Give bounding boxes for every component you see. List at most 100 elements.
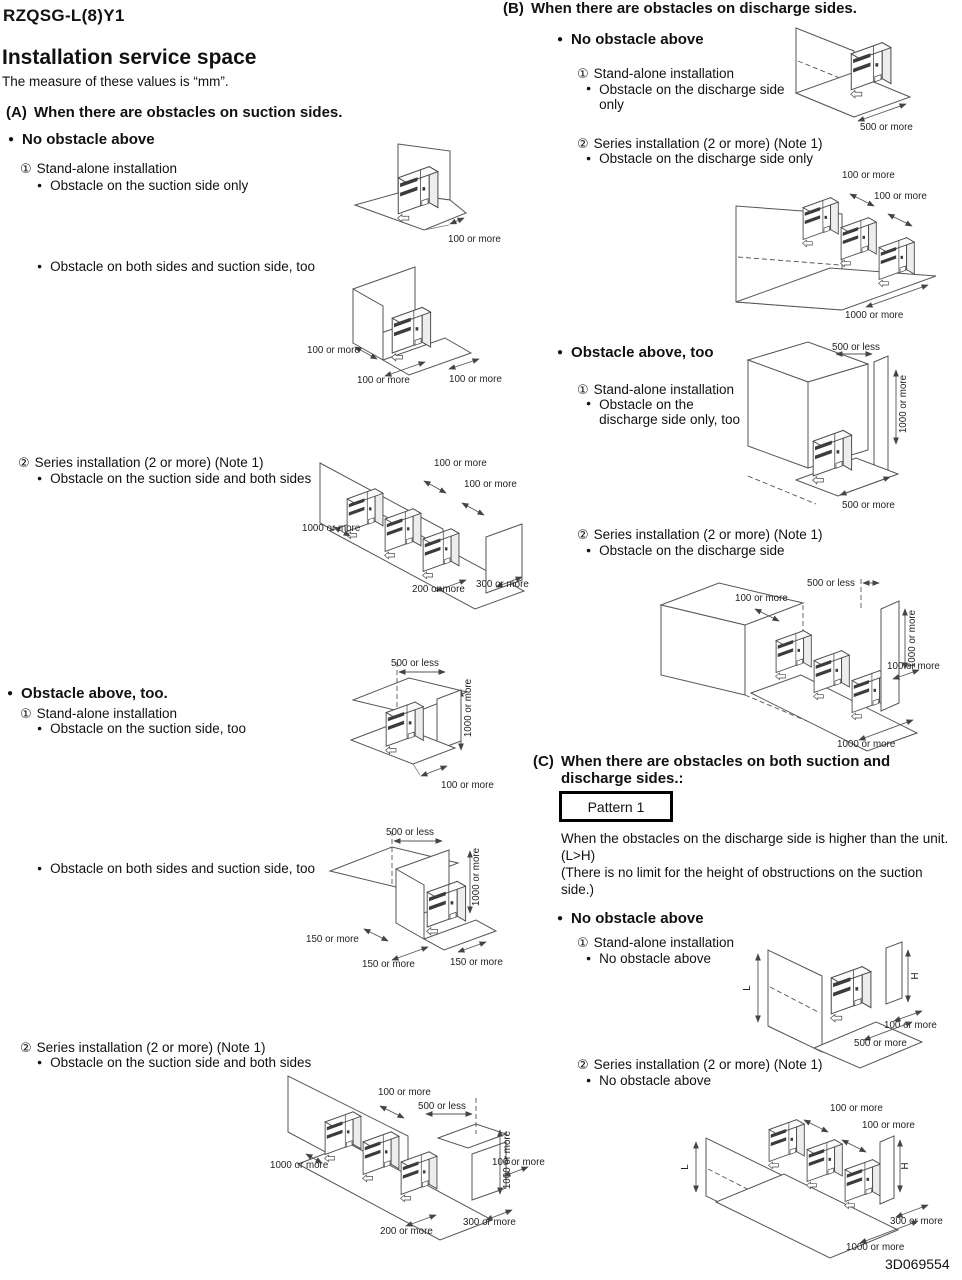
a2-series-item: ② Series installation (2 or more) (Note 1… [18, 455, 264, 471]
dim-label: 1000 or more [471, 847, 482, 906]
section-c-heading: (C) When there are obstacles on both suc… [533, 753, 890, 787]
pattern-description: When the obstacles on the discharge side… [561, 830, 959, 898]
circled-1-icon: ① [20, 162, 32, 177]
a1-case2: ●Obstacle on both sides and suction side… [37, 259, 315, 274]
b2-series-label: Series installation (2 or more) (Note 1) [593, 136, 823, 151]
a2-series-label: Series installation (2 or more) (Note 1) [34, 455, 264, 470]
bullet-icon: ● [7, 688, 14, 699]
left-wall [395, 868, 425, 940]
diagram-a-series-obstacle-above: 100 or more 500 or less 1000 or more 100… [270, 1075, 545, 1241]
dim-label-L: L [680, 1164, 691, 1170]
b3-case-line2: discharge side only, too [599, 412, 740, 427]
bullet-icon: ● [557, 34, 564, 45]
a1-standalone-label: Stand-alone installation [36, 161, 178, 176]
dim-label: 500 or more [854, 1038, 907, 1049]
section-a-title: When there are obstacles on suction side… [34, 104, 343, 121]
dim-label: 1000 or more [898, 374, 909, 433]
a2-case: ●Obstacle on the suction side and both s… [37, 471, 311, 486]
bullet-icon: ● [557, 347, 564, 358]
bullet-icon: ● [37, 863, 43, 873]
dim-label: 100 or more [862, 1120, 915, 1131]
ceiling [328, 846, 460, 888]
dim-label-H: H [910, 972, 921, 979]
units-note: The measure of these values is “mm”. [2, 74, 229, 89]
dim-label: 100 or more [378, 1087, 431, 1098]
diagram-b-series-discharge-only: 100 or more 100 or more 1000 or more [735, 170, 937, 321]
ceiling [351, 677, 469, 715]
model-code: RZQSG-L(8)Y1 [3, 6, 125, 25]
b3-standalone-label: Stand-alone installation [593, 382, 735, 397]
dim-label: 100 or more [434, 458, 487, 469]
floor [735, 267, 937, 311]
document-code: 3D069554 [885, 1256, 950, 1272]
group-b-no-obstacle: ● No obstacle above [557, 31, 704, 48]
circled-1-icon: ① [20, 707, 32, 722]
floor [349, 723, 457, 765]
group-a-obstacle-above: ●Obstacle above, too. [7, 685, 168, 702]
pattern-box: Pattern 1 [559, 791, 673, 822]
c2-case-label: No obstacle above [599, 1073, 711, 1088]
section-a-letter: (A) [6, 104, 27, 121]
diagram-c-standalone: L H 100 or more 500 or more [742, 941, 937, 1069]
discharge-wall [873, 355, 889, 477]
dim-label: 1000 or more [270, 1160, 329, 1171]
a4-case-label: Obstacle on the suction side and both si… [50, 1055, 312, 1070]
outdoor-unit [840, 217, 877, 268]
a2-case-label: Obstacle on the suction side and both si… [50, 471, 312, 486]
section-b-letter: (B) [503, 0, 524, 17]
diagram-a-standalone-obstacle-above-both: 500 or less 1000 or more 150 or more 150… [306, 827, 503, 970]
dim-label: 100 or more [842, 170, 895, 181]
dim-label: 100 or more [441, 780, 494, 791]
dim-label: 100 or more [464, 479, 517, 490]
a3-case2-label: Obstacle on both sides and suction side,… [50, 861, 316, 876]
b4-case-label: Obstacle on the discharge side [599, 543, 785, 558]
section-c-title-line2: discharge sides.: [561, 770, 684, 787]
suction-wall [436, 689, 462, 751]
pattern-para1: When the obstacles on the discharge side… [561, 831, 949, 863]
diagram-b-series-obstacle-above: 500 or less 100 or more 1000 or more 100… [659, 578, 940, 752]
group-b-obstacle-above-label: Obstacle above, too [571, 344, 714, 361]
group-c-no-obstacle: ●No obstacle above [557, 910, 704, 927]
dim-label: 500 or less [386, 827, 434, 838]
circled-2-icon: ② [577, 1058, 589, 1073]
outdoor-unit [830, 966, 872, 1023]
bullet-icon: ● [586, 953, 592, 963]
circled-1-icon: ① [577, 67, 589, 82]
outdoor-unit [768, 1119, 805, 1170]
dim-label: 1000 or more [463, 678, 474, 737]
outdoor-unit [775, 630, 812, 681]
bullet-icon: ● [586, 153, 592, 163]
dim-label: 200 or more [380, 1226, 433, 1237]
circled-2-icon: ② [18, 456, 30, 471]
floor [422, 919, 498, 951]
bullet-icon: ● [586, 398, 592, 408]
dim-label: 300 or more [463, 1217, 516, 1228]
dim-label: 150 or more [450, 957, 503, 968]
a4-case: ●Obstacle on the suction side and both s… [37, 1055, 311, 1070]
bullet-icon: ● [37, 180, 43, 190]
b3-case-line1: Obstacle on the [599, 397, 694, 412]
dim-label: 100 or more [887, 661, 940, 672]
group-b-no-obstacle-label: No obstacle above [571, 31, 704, 48]
diagram-a-standalone-obstacle-above: 500 or less 1000 or more 100 or more [349, 658, 494, 791]
c1-standalone-label: Stand-alone installation [593, 935, 735, 950]
dim-label: 500 or less [807, 578, 855, 589]
section-c-title: When there are obstacles on both suction… [561, 753, 890, 787]
a1-case2-label: Obstacle on both sides and suction side,… [50, 259, 316, 274]
diagram-a-series-no-obstacle: 100 or more 100 or more 1000 or more 200… [302, 458, 529, 610]
dim-label-L: L [742, 985, 753, 991]
bullet-icon: ● [586, 1075, 592, 1085]
dim-label: 150 or more [362, 959, 415, 970]
dim-label-H: H [900, 1162, 911, 1169]
a4-series-label: Series installation (2 or more) (Note 1) [36, 1040, 266, 1055]
group-a-no-obstacle-label: No obstacle above [22, 131, 155, 148]
dim-label: 300 or more [476, 579, 529, 590]
group-a-no-obstacle: ●No obstacle above [8, 131, 155, 148]
b1-case-label: Obstacle on the discharge side only [599, 82, 785, 112]
